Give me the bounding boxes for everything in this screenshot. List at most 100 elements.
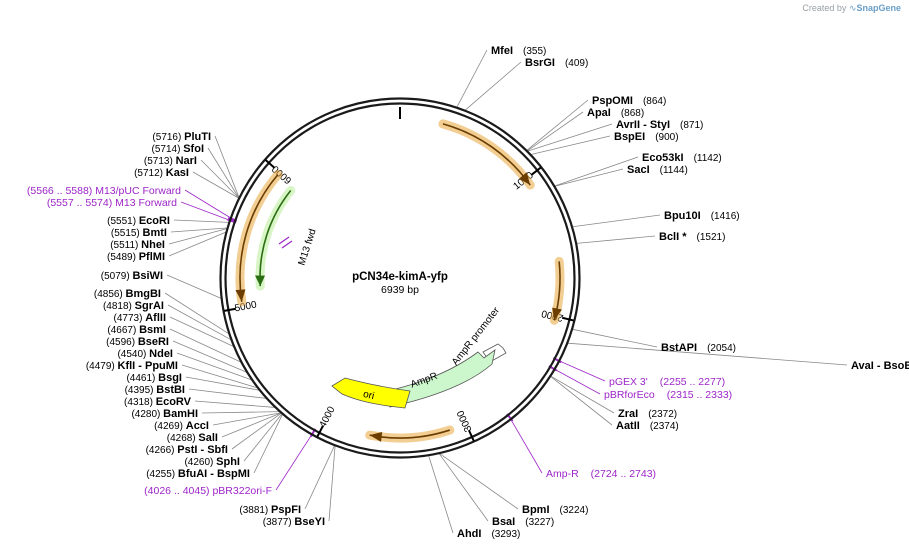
green-feature-0[interactable] bbox=[259, 189, 292, 287]
enzyme-label[interactable]: (4269) AccI bbox=[154, 420, 209, 432]
enzyme-label[interactable]: BsaI(3227) bbox=[492, 516, 554, 528]
primer-leader bbox=[184, 189, 234, 220]
enzyme-leader bbox=[176, 352, 252, 381]
enzyme-label[interactable]: (4596) BseRI bbox=[106, 336, 169, 348]
enzyme-position: (2372) bbox=[648, 409, 677, 420]
enzyme-label[interactable]: (5079) BsiWI bbox=[101, 270, 163, 282]
enzyme-leader bbox=[181, 364, 258, 389]
enzyme-name: BsrGI bbox=[525, 57, 555, 69]
ampr-arrow[interactable] bbox=[382, 349, 496, 408]
enzyme-leader bbox=[253, 414, 283, 474]
enzyme-name: AvaI - BsoBI - PaeR7I - PspXI - XhoI bbox=[851, 360, 909, 372]
m13-fwd-marker bbox=[278, 236, 293, 249]
enzyme-position: (4596) bbox=[106, 337, 138, 348]
enzyme-name: ZraI bbox=[618, 408, 638, 420]
enzyme-label[interactable]: (5713) NarI bbox=[144, 155, 197, 167]
enzyme-position: (5716) bbox=[152, 132, 184, 143]
enzyme-position: (5489) bbox=[107, 252, 139, 263]
tick-mark bbox=[316, 425, 324, 438]
enzyme-position: (864) bbox=[643, 96, 666, 107]
enzyme-leader bbox=[464, 61, 522, 111]
enzyme-position: (2054) bbox=[707, 343, 736, 354]
enzyme-label[interactable]: AvrII - StyI(871) bbox=[616, 119, 703, 131]
enzyme-leader bbox=[572, 328, 658, 348]
primer-range: (4026 .. 4045) bbox=[144, 485, 212, 497]
enzyme-leader bbox=[200, 159, 240, 199]
enzyme-label[interactable]: (4395) BstBI bbox=[125, 384, 185, 396]
enzyme-position: (4260) bbox=[184, 457, 216, 468]
enzyme-label[interactable]: (4268) SalI bbox=[167, 432, 218, 444]
enzyme-label[interactable]: (4260) SphI bbox=[184, 456, 240, 468]
primer-label[interactable]: pGEX 3'(2255 .. 2277) bbox=[609, 376, 725, 388]
enzyme-position: (1142) bbox=[694, 153, 722, 164]
orange-feature-1-head bbox=[552, 307, 562, 321]
enzyme-name: BspEI bbox=[614, 131, 645, 143]
enzyme-label[interactable]: (5551) EcoRI bbox=[107, 215, 170, 227]
plasmid-size: 6939 bp bbox=[381, 284, 419, 296]
feature-label: M13 fwd bbox=[297, 228, 319, 267]
enzyme-position: (4395) bbox=[125, 385, 157, 396]
enzyme-position: (3224) bbox=[560, 505, 589, 516]
primer-label[interactable]: Amp-R(2724 .. 2743) bbox=[546, 468, 656, 480]
enzyme-leader bbox=[530, 135, 611, 155]
enzyme-label[interactable]: (4255) BfuAI - BspMI bbox=[146, 468, 250, 480]
enzyme-label[interactable]: (4773) AflII bbox=[114, 312, 166, 324]
enzyme-label[interactable]: (3877) BseYI bbox=[263, 516, 325, 528]
enzyme-position: (1521) bbox=[697, 232, 726, 243]
enzyme-label[interactable]: BstAPI(2054) bbox=[661, 342, 736, 354]
enzyme-label[interactable]: Bpu10I(1416) bbox=[664, 210, 740, 222]
enzyme-name: Bpu10I bbox=[664, 210, 701, 222]
primer-label[interactable]: (5566 .. 5588) M13/pUC Forward bbox=[27, 185, 181, 197]
enzyme-label[interactable]: AvaI - BsoBI - PaeR7I - PspXI - XhoI(214… bbox=[851, 360, 909, 372]
enzyme-label[interactable]: (4818) SgrAI bbox=[103, 300, 164, 312]
enzyme-leader bbox=[173, 219, 229, 223]
orange-feature-3[interactable] bbox=[239, 174, 279, 302]
orange-feature-0[interactable] bbox=[442, 123, 531, 186]
primer-label[interactable]: pBRforEco(2315 .. 2333) bbox=[604, 389, 732, 401]
enzyme-name: BsgI bbox=[158, 372, 182, 384]
enzyme-leader bbox=[439, 453, 519, 510]
enzyme-label[interactable]: BsrGI(409) bbox=[525, 57, 588, 69]
enzyme-label[interactable]: (5489) PflMI bbox=[107, 251, 165, 263]
enzyme-leader bbox=[304, 445, 335, 510]
enzyme-position: (5714) bbox=[152, 144, 184, 155]
enzyme-label[interactable]: Eco53kI(1142) bbox=[642, 152, 722, 164]
enzyme-leader bbox=[194, 400, 275, 408]
primer-leader bbox=[275, 432, 314, 491]
primer-label[interactable]: (4026 .. 4045) pBR322ori-F bbox=[144, 485, 272, 497]
enzyme-label[interactable]: BclI *(1521) bbox=[659, 231, 725, 243]
enzyme-label[interactable]: BpmI(3224) bbox=[522, 504, 588, 516]
enzyme-label[interactable]: (3881) PspFI bbox=[239, 504, 301, 516]
enzyme-label[interactable]: (4266) PstI - SbfI bbox=[146, 444, 228, 456]
enzyme-position: (5713) bbox=[144, 156, 176, 167]
enzyme-label[interactable]: AhdI(3293) bbox=[457, 528, 520, 540]
enzyme-label[interactable]: PspOMI(864) bbox=[592, 95, 666, 107]
enzyme-label[interactable]: (4667) BsmI bbox=[107, 324, 166, 336]
enzyme-label[interactable]: (4318) EcoRV bbox=[124, 396, 192, 408]
primer-label[interactable]: (5557 .. 5574) M13 Forward bbox=[47, 197, 177, 209]
enzyme-label[interactable]: ApaI(868) bbox=[587, 107, 644, 119]
enzyme-position: (871) bbox=[680, 120, 703, 131]
enzyme-label[interactable]: (5716) PluTI bbox=[152, 131, 211, 143]
enzyme-position: (5551) bbox=[107, 216, 139, 227]
enzyme-label[interactable]: (5714) SfoI bbox=[152, 143, 204, 155]
enzyme-label[interactable]: BspEI(900) bbox=[614, 131, 679, 143]
enzyme-label[interactable]: (4856) BmgBI bbox=[94, 288, 161, 300]
enzyme-label[interactable]: MfeI(355) bbox=[491, 45, 546, 57]
enzyme-label[interactable]: (5511) NheI bbox=[110, 239, 165, 251]
enzyme-name: BsaI bbox=[492, 516, 515, 528]
enzyme-position: (355) bbox=[523, 46, 546, 57]
enzyme-label[interactable]: (4479) KflI - PpuMI bbox=[86, 360, 178, 372]
primer-range: (2255 .. 2277) bbox=[660, 376, 725, 388]
enzyme-label[interactable]: (4540) NdeI bbox=[117, 348, 173, 360]
enzyme-label[interactable]: AatII(2374) bbox=[616, 420, 679, 432]
enzyme-label[interactable]: SacI(1144) bbox=[627, 164, 688, 176]
enzyme-label[interactable]: (5515) BmtI bbox=[111, 227, 167, 239]
enzyme-name: SgrAI bbox=[135, 300, 164, 312]
enzyme-label[interactable]: (4280) BamHI bbox=[131, 408, 198, 420]
enzyme-label[interactable]: (5712) KasI bbox=[134, 167, 189, 179]
enzyme-label[interactable]: ZraI (2372) bbox=[618, 408, 677, 420]
ori-arrow[interactable] bbox=[331, 377, 411, 409]
ring-outer bbox=[219, 97, 581, 459]
enzyme-label[interactable]: (4461) BsgI bbox=[126, 372, 182, 384]
